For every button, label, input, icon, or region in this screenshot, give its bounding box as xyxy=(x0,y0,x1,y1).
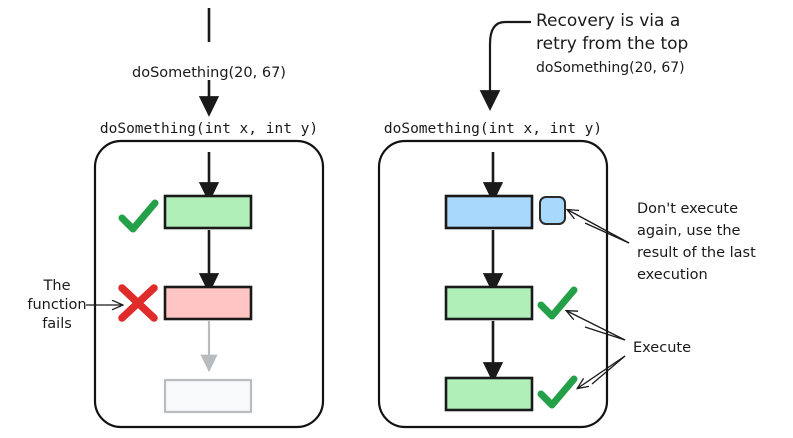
left-step-2-cross-icon xyxy=(118,284,158,322)
recovery-note-curved-arrow xyxy=(479,20,531,111)
execute-note-label: Execute xyxy=(633,340,691,356)
right-function-signature: doSomething(int x, int y) xyxy=(384,121,602,137)
cached-note-line-1: Don't execute xyxy=(637,201,738,217)
left-step-1-check-icon xyxy=(118,199,159,233)
cached-note-line-4: execution xyxy=(637,267,708,283)
execute-note-pointer-upper-barb xyxy=(584,326,626,341)
left-step-1-success xyxy=(163,194,253,230)
left-annotation-line-1: The xyxy=(43,278,71,294)
recovery-note-call: doSomething(20, 67) xyxy=(536,60,685,76)
right-step-3-success xyxy=(444,376,534,412)
right-step-3-check-icon xyxy=(537,375,578,409)
cached-note-pointer-barb xyxy=(584,222,630,244)
left-incoming-call-label: doSomething(20, 67) xyxy=(132,65,286,81)
right-step-2-success xyxy=(444,285,534,321)
left-function-signature: doSomething(int x, int y) xyxy=(100,121,318,137)
right-step-1-cached xyxy=(444,194,534,230)
execute-note-pointer-lower-barb xyxy=(591,355,626,385)
cached-note-pointer xyxy=(568,210,630,244)
right-step-2-check-icon xyxy=(537,286,578,320)
cached-note-line-2: again, use the xyxy=(637,223,741,239)
left-annotation-line-2: function xyxy=(27,297,86,313)
left-step-3-not-executed xyxy=(163,378,253,414)
execute-note-pointer-upper xyxy=(567,311,626,341)
left-annotation-line-3: fails xyxy=(42,316,72,332)
recovery-note-line-2: retry from the top xyxy=(536,34,688,54)
left-step-2-failed xyxy=(163,285,253,321)
recovery-note-line-1: Recovery is via a xyxy=(536,11,680,31)
cached-result-marker-icon xyxy=(539,196,566,225)
execute-note-pointer-lower xyxy=(578,355,626,388)
cached-note-line-3: result of the last xyxy=(637,245,756,261)
